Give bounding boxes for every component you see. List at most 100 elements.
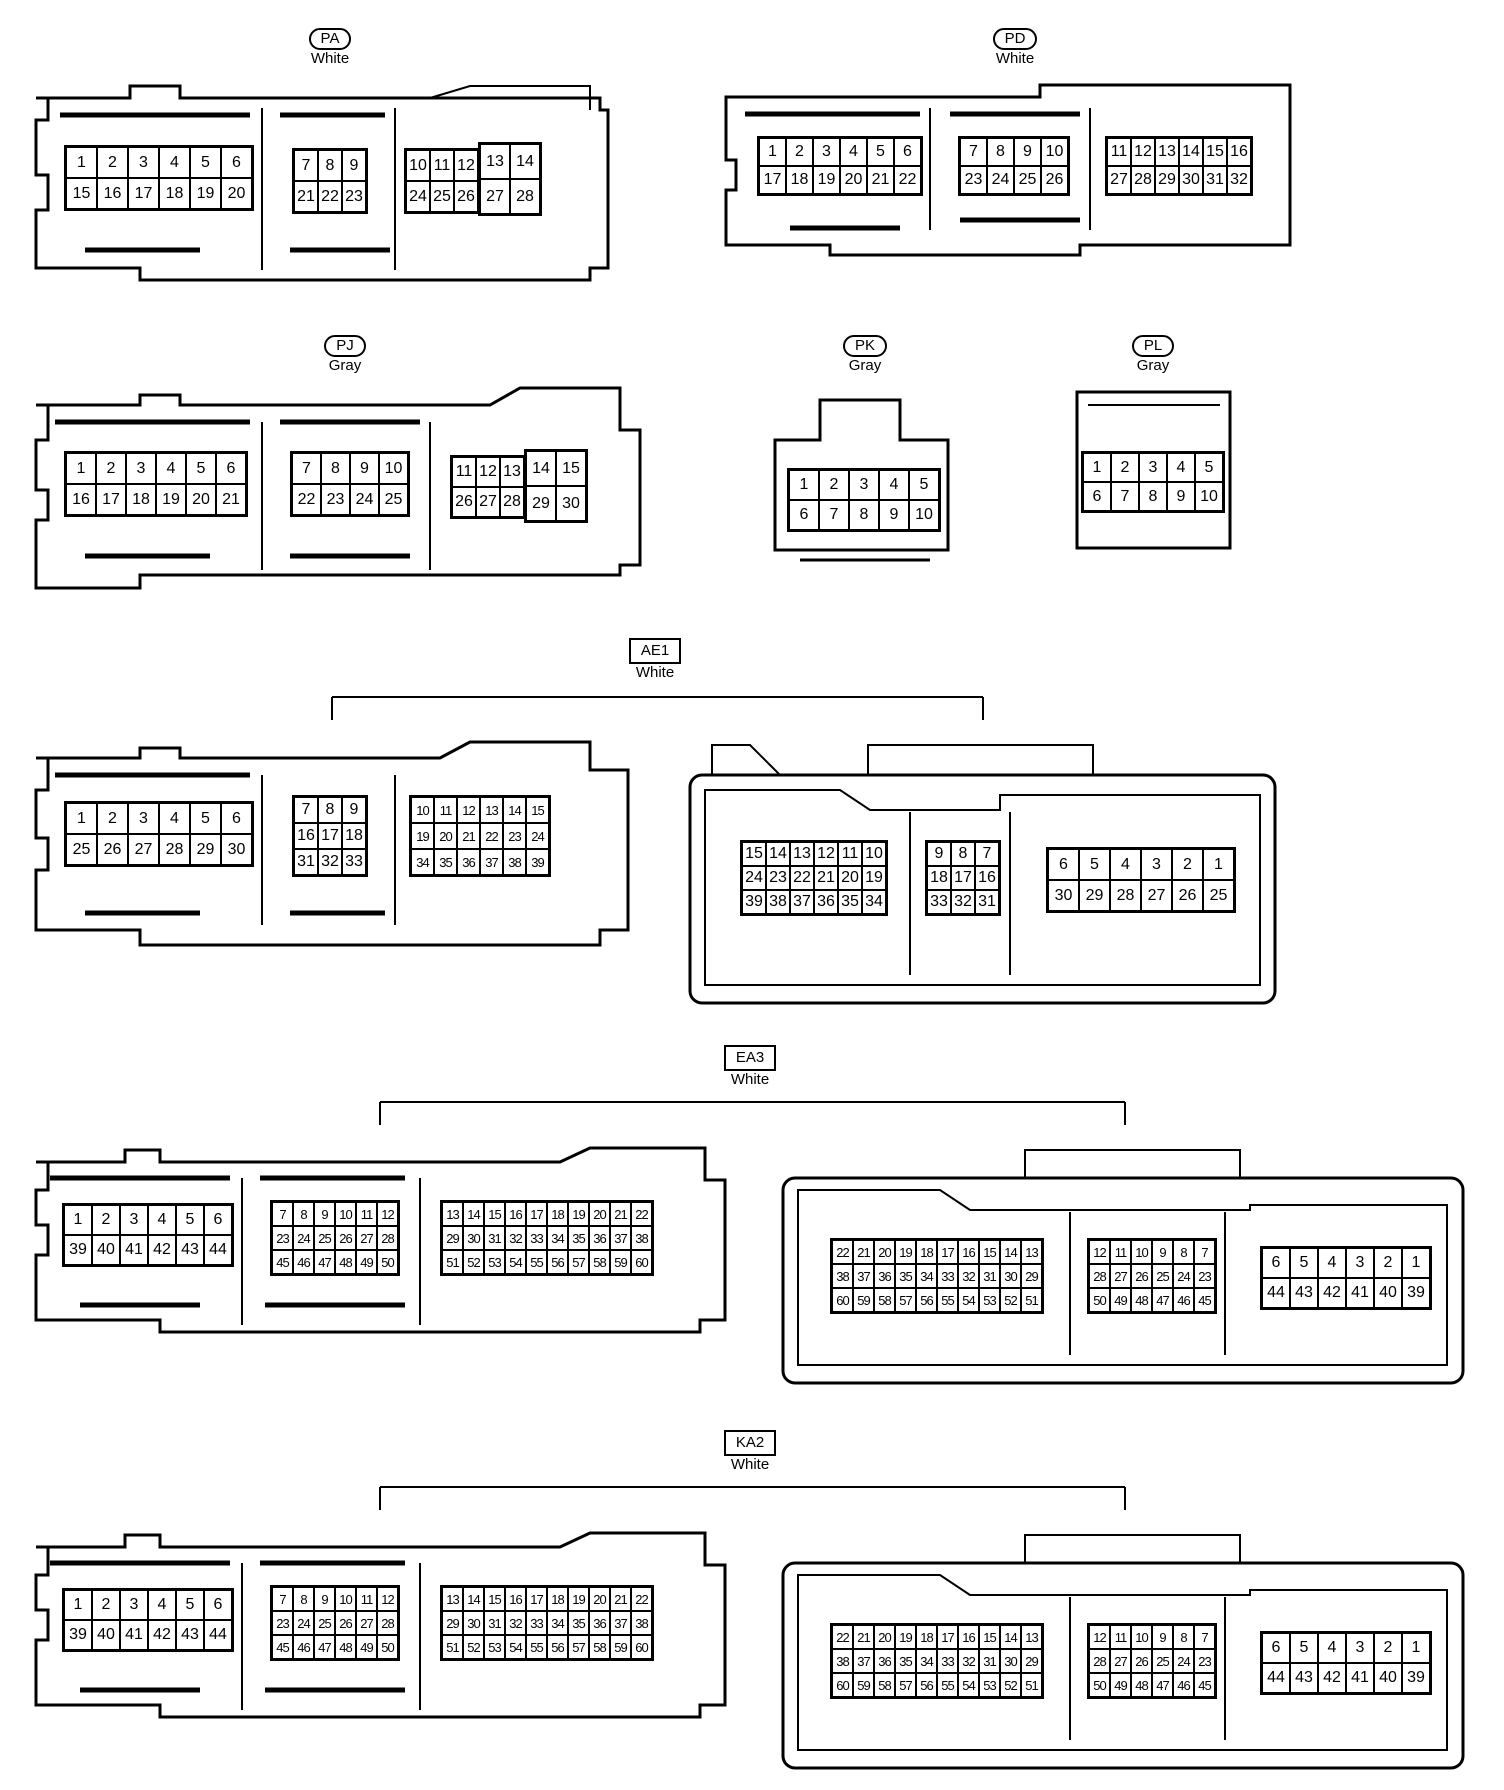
- pin-cell: 19: [862, 866, 886, 890]
- pin-cell: 50: [1089, 1288, 1110, 1312]
- pin-cell: 45: [272, 1250, 293, 1274]
- pin-cell: 24: [1173, 1649, 1194, 1673]
- pin-cell: 37: [480, 849, 503, 875]
- connector-label-pk: PK Gray: [825, 335, 905, 375]
- pin-cell: 9: [350, 453, 379, 484]
- pin-cell: 41: [120, 1235, 148, 1265]
- pin-cell: 24: [350, 484, 379, 515]
- pin-cell: 40: [92, 1235, 120, 1265]
- pin-cell: 5: [176, 1205, 204, 1235]
- pin-cell: 31: [979, 1264, 1000, 1288]
- pin-cell: 42: [1318, 1663, 1346, 1693]
- pin-cell: 25: [430, 181, 454, 212]
- pin-cell: 57: [895, 1673, 916, 1697]
- pin-cell: 4: [879, 470, 909, 500]
- pin-cell: 17: [526, 1587, 547, 1611]
- pin-cell: 21: [610, 1587, 631, 1611]
- pin-cell: 8: [849, 500, 879, 530]
- connector-code: PD: [992, 28, 1038, 50]
- pin-cell: 27: [356, 1226, 377, 1250]
- pin-cell: 53: [484, 1250, 505, 1274]
- connector-code: PK: [842, 335, 887, 357]
- pin-cell: 34: [547, 1226, 568, 1250]
- pin-cell: 17: [128, 178, 159, 209]
- pin-cell: 1: [789, 470, 819, 500]
- connector-color: White: [730, 1071, 770, 1088]
- pin-cell: 43: [176, 1235, 204, 1265]
- pin-cell: 32: [951, 890, 975, 914]
- pin-cell: 55: [526, 1635, 547, 1659]
- pin-cell: 6: [204, 1205, 232, 1235]
- pin-cell: 24: [1173, 1264, 1194, 1288]
- pin-cell: 38: [631, 1611, 652, 1635]
- pin-cell: 49: [1110, 1288, 1131, 1312]
- pin-cell: 46: [293, 1635, 314, 1659]
- pin-cell: 27: [1110, 1649, 1131, 1673]
- pin-cell: 12: [1089, 1625, 1110, 1649]
- pin-cell: 16: [975, 866, 999, 890]
- pin-cell: 39: [64, 1235, 92, 1265]
- pin-cell: 14: [766, 842, 790, 866]
- pin-cell: 35: [838, 890, 862, 914]
- pin-cell: 50: [377, 1250, 398, 1274]
- pin-cell: 4: [1318, 1248, 1346, 1278]
- connector-label-ka2: KA2 White: [710, 1430, 790, 1474]
- pin-cell: 26: [454, 181, 478, 212]
- pin-cell: 9: [927, 842, 951, 866]
- pin-cell: 12: [1131, 138, 1155, 166]
- pin-cell: 41: [120, 1620, 148, 1650]
- pin-cell: 56: [916, 1288, 937, 1312]
- pin-cell: 5: [1195, 453, 1223, 482]
- pin-cell: 12: [476, 457, 500, 487]
- pin-cell: 3: [1346, 1248, 1374, 1278]
- pin-cell: 10: [411, 797, 434, 823]
- pin-cell: 8: [1139, 482, 1167, 511]
- pin-cell: 9: [1167, 482, 1195, 511]
- pin-cell: 56: [547, 1250, 568, 1274]
- pin-cell: 14: [510, 144, 540, 179]
- pin-cell: 20: [840, 166, 867, 194]
- pin-cell: 28: [377, 1611, 398, 1635]
- pin-cell: 46: [1173, 1288, 1194, 1312]
- pin-cell: 19: [895, 1625, 916, 1649]
- pin-cell: 11: [838, 842, 862, 866]
- pin-cell: 30: [1048, 880, 1079, 911]
- pin-cell: 32: [958, 1649, 979, 1673]
- pin-cell: 11: [1110, 1240, 1131, 1264]
- pin-cell: 3: [813, 138, 840, 166]
- pin-cell: 25: [1014, 166, 1041, 194]
- pin-cell: 33: [927, 890, 951, 914]
- pin-cell: 37: [790, 890, 814, 914]
- pin-cell: 10: [335, 1202, 356, 1226]
- pin-cell: 10: [1131, 1240, 1152, 1264]
- pin-cell: 6: [1083, 482, 1111, 511]
- pin-cell: 14: [1179, 138, 1203, 166]
- pin-cell: 9: [314, 1202, 335, 1226]
- pin-cell: 1: [1402, 1633, 1430, 1663]
- pin-cell: 4: [1167, 453, 1195, 482]
- pin-cell: 11: [452, 457, 476, 487]
- pin-cell: 40: [1374, 1278, 1402, 1308]
- pin-cell: 48: [1131, 1288, 1152, 1312]
- pin-cell: 51: [1021, 1288, 1042, 1312]
- pin-cell: 4: [148, 1590, 176, 1620]
- pin-cell: 4: [159, 147, 190, 178]
- pin-cell: 41: [1346, 1278, 1374, 1308]
- pin-cell: 54: [505, 1635, 526, 1659]
- pin-cell: 55: [526, 1250, 547, 1274]
- pin-cell: 6: [1262, 1633, 1290, 1663]
- pin-cell: 19: [568, 1587, 589, 1611]
- pin-cell: 10: [1131, 1625, 1152, 1649]
- pin-cell: 2: [786, 138, 813, 166]
- pin-cell: 44: [204, 1235, 232, 1265]
- pin-cell: 17: [526, 1202, 547, 1226]
- connector-code: PJ: [324, 335, 366, 357]
- pin-cell: 54: [958, 1288, 979, 1312]
